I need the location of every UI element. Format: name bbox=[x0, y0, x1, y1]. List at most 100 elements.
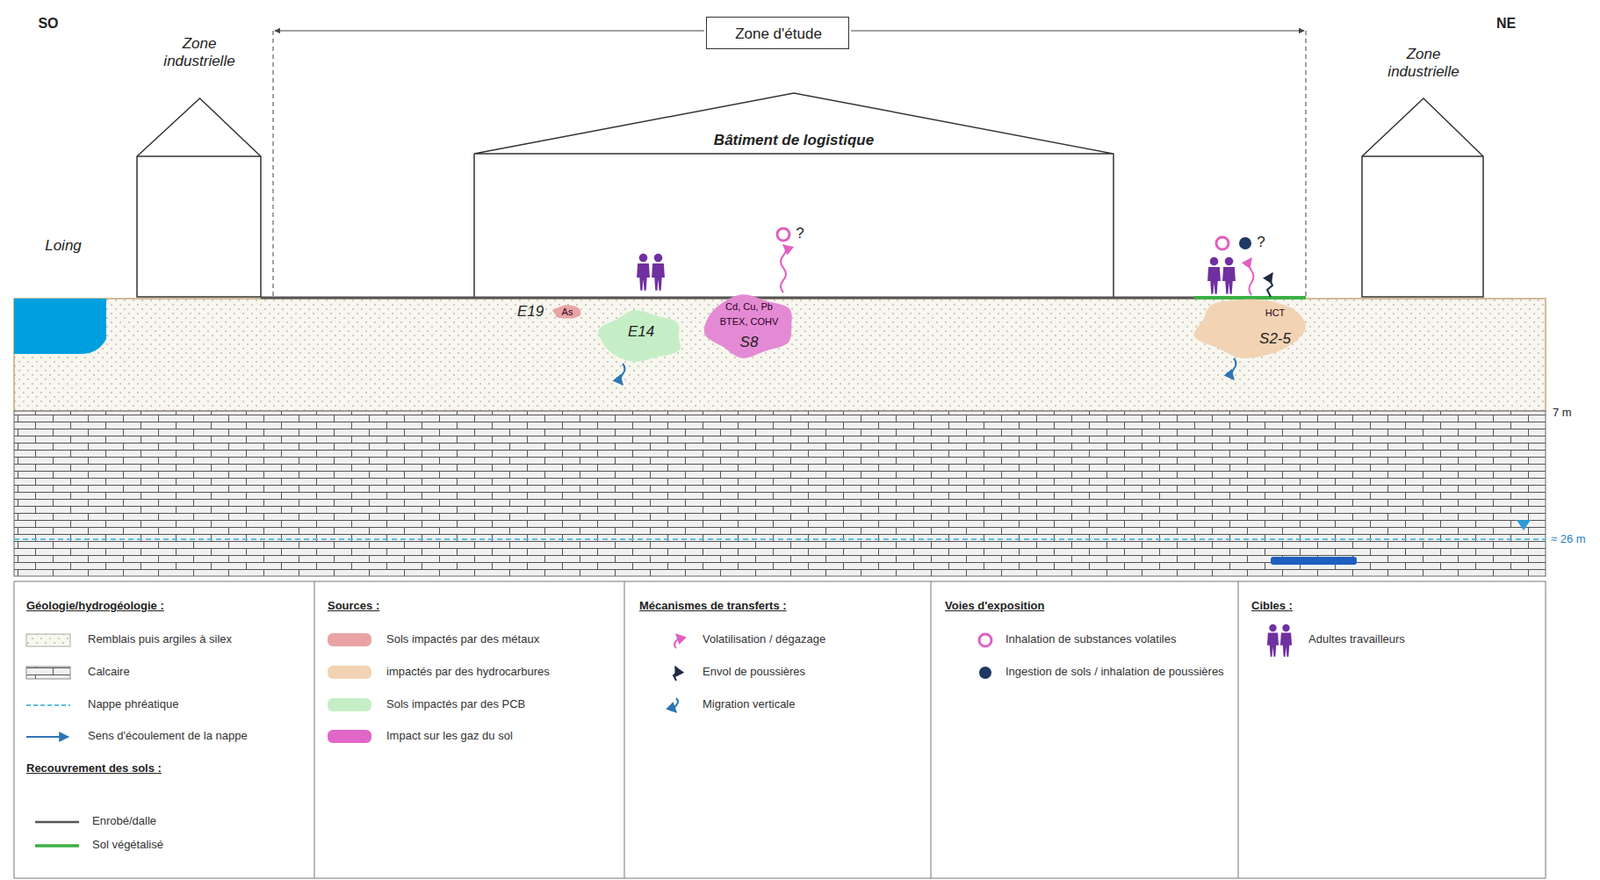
node-text: E14 bbox=[627, 323, 655, 341]
legend-swatch bbox=[327, 665, 372, 679]
node-text: S2-5 bbox=[1259, 330, 1291, 348]
house-eave bbox=[1362, 155, 1484, 158]
legend-samples-part bbox=[35, 843, 80, 848]
legend-samples-part bbox=[35, 821, 80, 824]
study-zone-bracket bbox=[273, 30, 1306, 297]
workers-part bbox=[1222, 257, 1236, 295]
house-eave bbox=[136, 155, 261, 158]
node-outline bbox=[474, 93, 1114, 297]
transfer-symbols-part bbox=[1267, 273, 1273, 297]
node-text: Bâtiment de logistique bbox=[713, 131, 874, 150]
logistics-building: Bâtiment de logistique bbox=[474, 93, 1114, 297]
legend-entry: impactés par des hydrocarbures bbox=[386, 664, 550, 680]
diagram-label: 7 m bbox=[1552, 406, 1572, 420]
ground-layers-part bbox=[14, 410, 1546, 577]
legend-entry: Enrobé/dalle bbox=[92, 814, 157, 829]
transfer-symbols-part bbox=[780, 245, 786, 293]
legend-samples-part bbox=[674, 634, 678, 649]
legend-heading: Recouvrement des sols : bbox=[26, 762, 162, 776]
legend-swatch bbox=[327, 729, 372, 743]
ground-layers-part bbox=[1270, 556, 1357, 565]
diagram-label: SO bbox=[37, 15, 58, 32]
study-zone-bracket-part bbox=[850, 30, 1305, 32]
study-zone-bracket-part bbox=[274, 30, 705, 32]
impact-patch bbox=[704, 294, 793, 359]
legend-entry: Ingestion de sols / inhalation de poussi… bbox=[1005, 664, 1226, 680]
legend-entry: Migration verticale bbox=[702, 697, 796, 713]
study-zone-box: Zone d'étude bbox=[706, 16, 850, 50]
legend-entry: Sol végétalisé bbox=[92, 837, 164, 853]
legend-heading: Cibles : bbox=[1251, 599, 1293, 613]
legend-samples-part bbox=[26, 666, 71, 679]
legend-samples bbox=[26, 624, 1292, 846]
node-text: Zone industrielle bbox=[1374, 45, 1473, 80]
legend-entry: Sols impactés par des PCB bbox=[386, 697, 526, 713]
workers-part bbox=[636, 253, 650, 291]
legend-samples-part bbox=[1267, 624, 1279, 657]
node-text: HCT bbox=[1265, 307, 1286, 319]
transfer-symbols-part bbox=[777, 228, 790, 241]
legend-samples-part bbox=[979, 634, 992, 647]
legend-samples-part bbox=[673, 666, 678, 681]
legend-frame-part bbox=[624, 581, 626, 879]
study-zone-bracket-part bbox=[273, 30, 274, 297]
legend-entry: Inhalation de substances volatiles bbox=[1005, 632, 1176, 648]
diagram-label: Loing bbox=[44, 237, 82, 255]
legend-entry: Sens d'écoulement de la nappe bbox=[87, 728, 248, 744]
impact-patch bbox=[598, 309, 680, 362]
legend-entry: Remblais puis argiles à silex bbox=[87, 632, 232, 648]
node-text: Zone industrielle bbox=[150, 35, 249, 70]
diagram-label: NE bbox=[1496, 15, 1516, 32]
impact-patch bbox=[552, 305, 581, 319]
legend-swatch bbox=[327, 633, 372, 647]
legend-entry: Impact sur les gaz du sol bbox=[386, 728, 513, 744]
transfer-symbols bbox=[620, 228, 1274, 385]
legend-swatch bbox=[327, 698, 372, 712]
node-text: Cd, Cu, Pb bbox=[725, 301, 773, 313]
legend-frame bbox=[14, 581, 1546, 879]
workers bbox=[636, 253, 1236, 295]
node-text: Zone d'étude bbox=[735, 25, 822, 44]
diagram-label: ? bbox=[795, 224, 804, 243]
industrial-building: Zone industrielle bbox=[131, 24, 268, 297]
legend-entry: Sols impactés par des métaux bbox=[386, 632, 540, 648]
node-text: S8 bbox=[740, 333, 759, 352]
workers-part bbox=[651, 253, 665, 291]
industrial-building: Zone industrielle bbox=[1356, 24, 1491, 297]
legend-entry: Envol de poussières bbox=[702, 664, 806, 680]
house-outline bbox=[1362, 98, 1484, 297]
legend-heading: Sources : bbox=[327, 599, 380, 613]
legend-heading: Mécanismes de transferts : bbox=[639, 599, 787, 613]
soil-gas-impact-zone: Cd, Cu, Pb BTEX, COHV S8 bbox=[700, 292, 798, 360]
legend-samples-part bbox=[979, 666, 992, 679]
transfer-symbols-part bbox=[1232, 358, 1237, 380]
house-outline bbox=[136, 98, 261, 297]
building-outline bbox=[474, 93, 1114, 297]
legend-frame-part bbox=[1238, 581, 1240, 879]
transfer-symbols-part bbox=[1216, 237, 1229, 250]
legend-entry: Volatilisation / dégazage bbox=[702, 632, 826, 648]
node-text: BTEX, COHV bbox=[720, 316, 779, 328]
legend-samples-part bbox=[674, 698, 678, 713]
node-text: As bbox=[562, 306, 574, 318]
legend-frame-part bbox=[314, 581, 316, 879]
diagram-label: ≈ 26 m bbox=[1550, 533, 1586, 547]
ground-layers-part bbox=[14, 538, 1546, 541]
impact-patch bbox=[1194, 299, 1306, 359]
legend-entry: Nappe phréatique bbox=[87, 697, 179, 713]
legend-samples-part bbox=[1280, 624, 1292, 657]
legend-samples-part bbox=[26, 634, 71, 647]
ground-layers-part bbox=[260, 296, 1195, 300]
legend-heading: Géologie/hydrogéologie : bbox=[26, 599, 165, 613]
hydrocarbon-impact-zone: HCT S2-5 bbox=[1190, 295, 1309, 361]
legend-heading: Voies d'exposition bbox=[944, 599, 1045, 613]
pcb-impact-zone: E14 bbox=[595, 309, 687, 364]
legend-frame-part bbox=[930, 581, 932, 879]
legend-samples-part bbox=[26, 704, 71, 707]
node-text: E19 bbox=[517, 302, 544, 321]
node-outline bbox=[1190, 295, 1309, 361]
metal-impact-zone: E19 As bbox=[511, 297, 587, 326]
transfer-symbols-part bbox=[1249, 258, 1255, 296]
ground-layers-part bbox=[1194, 295, 1306, 300]
transfer-symbols-part bbox=[1239, 237, 1252, 250]
